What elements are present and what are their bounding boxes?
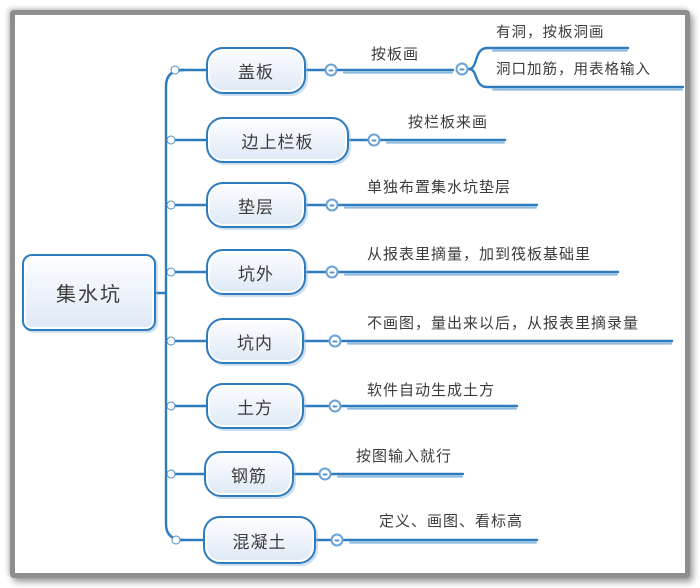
collapse-icon[interactable]	[455, 62, 469, 76]
topic-node-dianceng[interactable]: 垫层	[206, 182, 306, 228]
subtopic-label[interactable]: 定义、画图、看标高	[379, 512, 524, 530]
subtopic-label[interactable]: 不画图，量出来以后，从报表里摘录量	[367, 314, 640, 332]
topic-node-kengnei[interactable]: 坑内	[206, 318, 304, 364]
subtopic-label[interactable]: 按栏板来画	[408, 113, 489, 131]
branch-point-icon	[166, 135, 176, 145]
branch-point-icon	[171, 535, 181, 545]
subtopic-label[interactable]: 按图输入就行	[356, 447, 453, 465]
subtopic-label[interactable]: 按板画	[371, 45, 420, 63]
subtopic-label[interactable]: 单独布置集水坑垫层	[367, 178, 512, 196]
collapse-icon[interactable]	[367, 133, 381, 147]
root-topic-text: 集水坑	[56, 282, 122, 306]
branch-point-icon	[166, 267, 176, 277]
topic-node-gaiban[interactable]: 盖板	[206, 47, 306, 94]
topic-text: 边上栏板	[241, 132, 314, 153]
collapse-icon[interactable]	[324, 63, 338, 77]
collapse-icon[interactable]	[318, 467, 332, 481]
topic-text: 垫层	[238, 197, 274, 218]
topic-text: 盖板	[238, 63, 274, 83]
topic-node-bianshanglanban[interactable]: 边上栏板	[206, 117, 349, 163]
topic-node-kengwai[interactable]: 坑外	[206, 249, 306, 295]
subtopic-label[interactable]: 从报表里摘量，加到筏板基础里	[367, 245, 592, 263]
root-topic-node[interactable]: 集水坑	[22, 254, 156, 331]
topic-text: 坑外	[238, 264, 274, 285]
topic-node-gangjin[interactable]: 钢筋	[204, 451, 294, 497]
topic-node-hunningtu[interactable]: 混凝土	[203, 516, 316, 564]
branch-point-icon	[166, 200, 176, 210]
subtopic-label[interactable]: 软件自动生成土方	[367, 381, 496, 399]
topic-text: 坑内	[237, 333, 273, 354]
topic-text: 钢筋	[231, 466, 267, 487]
topic-node-tufang[interactable]: 土方	[206, 383, 304, 429]
subtopic-label[interactable]: 洞口加筋，用表格输入	[496, 62, 651, 78]
collapse-icon[interactable]	[325, 198, 339, 212]
branch-point-icon	[166, 336, 176, 346]
branch-point-icon	[170, 65, 180, 75]
subtopic-label[interactable]: 有洞，按板洞画	[496, 25, 605, 41]
branch-point-icon	[166, 401, 176, 411]
collapse-icon[interactable]	[325, 265, 339, 279]
branch-point-icon	[166, 469, 176, 479]
topic-text: 土方	[237, 398, 273, 419]
collapse-icon[interactable]	[328, 334, 342, 348]
collapse-icon[interactable]	[330, 533, 344, 547]
topic-text: 混凝土	[232, 532, 287, 553]
collapse-icon[interactable]	[328, 399, 342, 413]
